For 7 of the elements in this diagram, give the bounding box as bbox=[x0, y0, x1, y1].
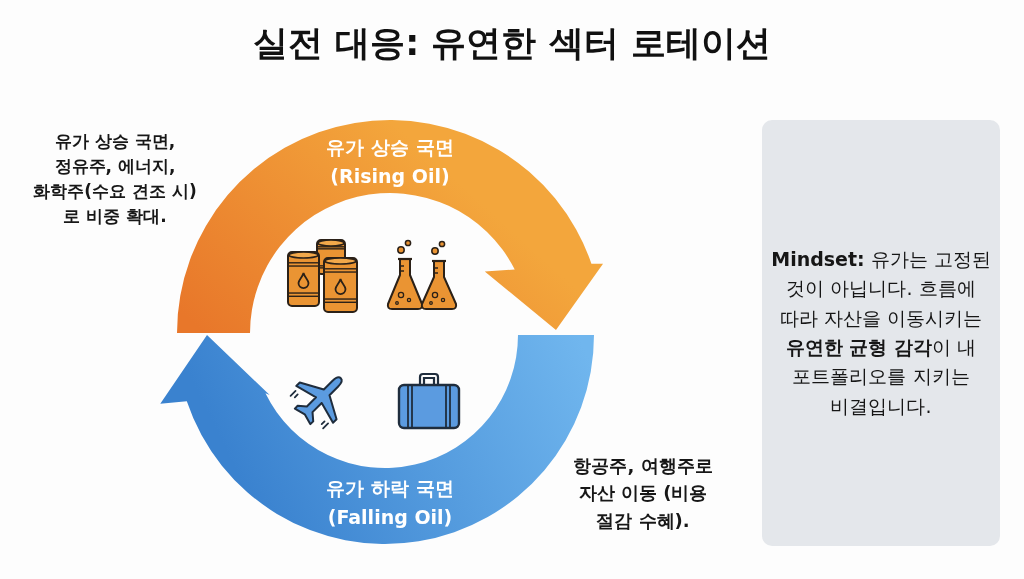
phase-label: 유가 상승 국면 (Rising Oil) bbox=[325, 135, 455, 190]
mindset-text: Mindset: 유가는 고정된 것이 아닙니다. 흐름에 따라 자산을 이동시키는 유연한 균형 감각이 내 포트폴리오를 지키는 비결입니다. bbox=[770, 246, 992, 419]
phase-label: 유가 하락 국면 (Falling Oil) bbox=[325, 476, 455, 531]
note-text: 항공주, 여행주로 자산 이동 (비용 절감 수혜). bbox=[572, 454, 714, 533]
note-panel bbox=[762, 120, 1000, 546]
title: 실전 대응: 유연한 섹터 로테이션 bbox=[253, 22, 771, 64]
note-text: 유가 상승 국면, 정유주, 에너지, 화학주(수요 견조 시)로 비중 확대. bbox=[32, 130, 198, 228]
